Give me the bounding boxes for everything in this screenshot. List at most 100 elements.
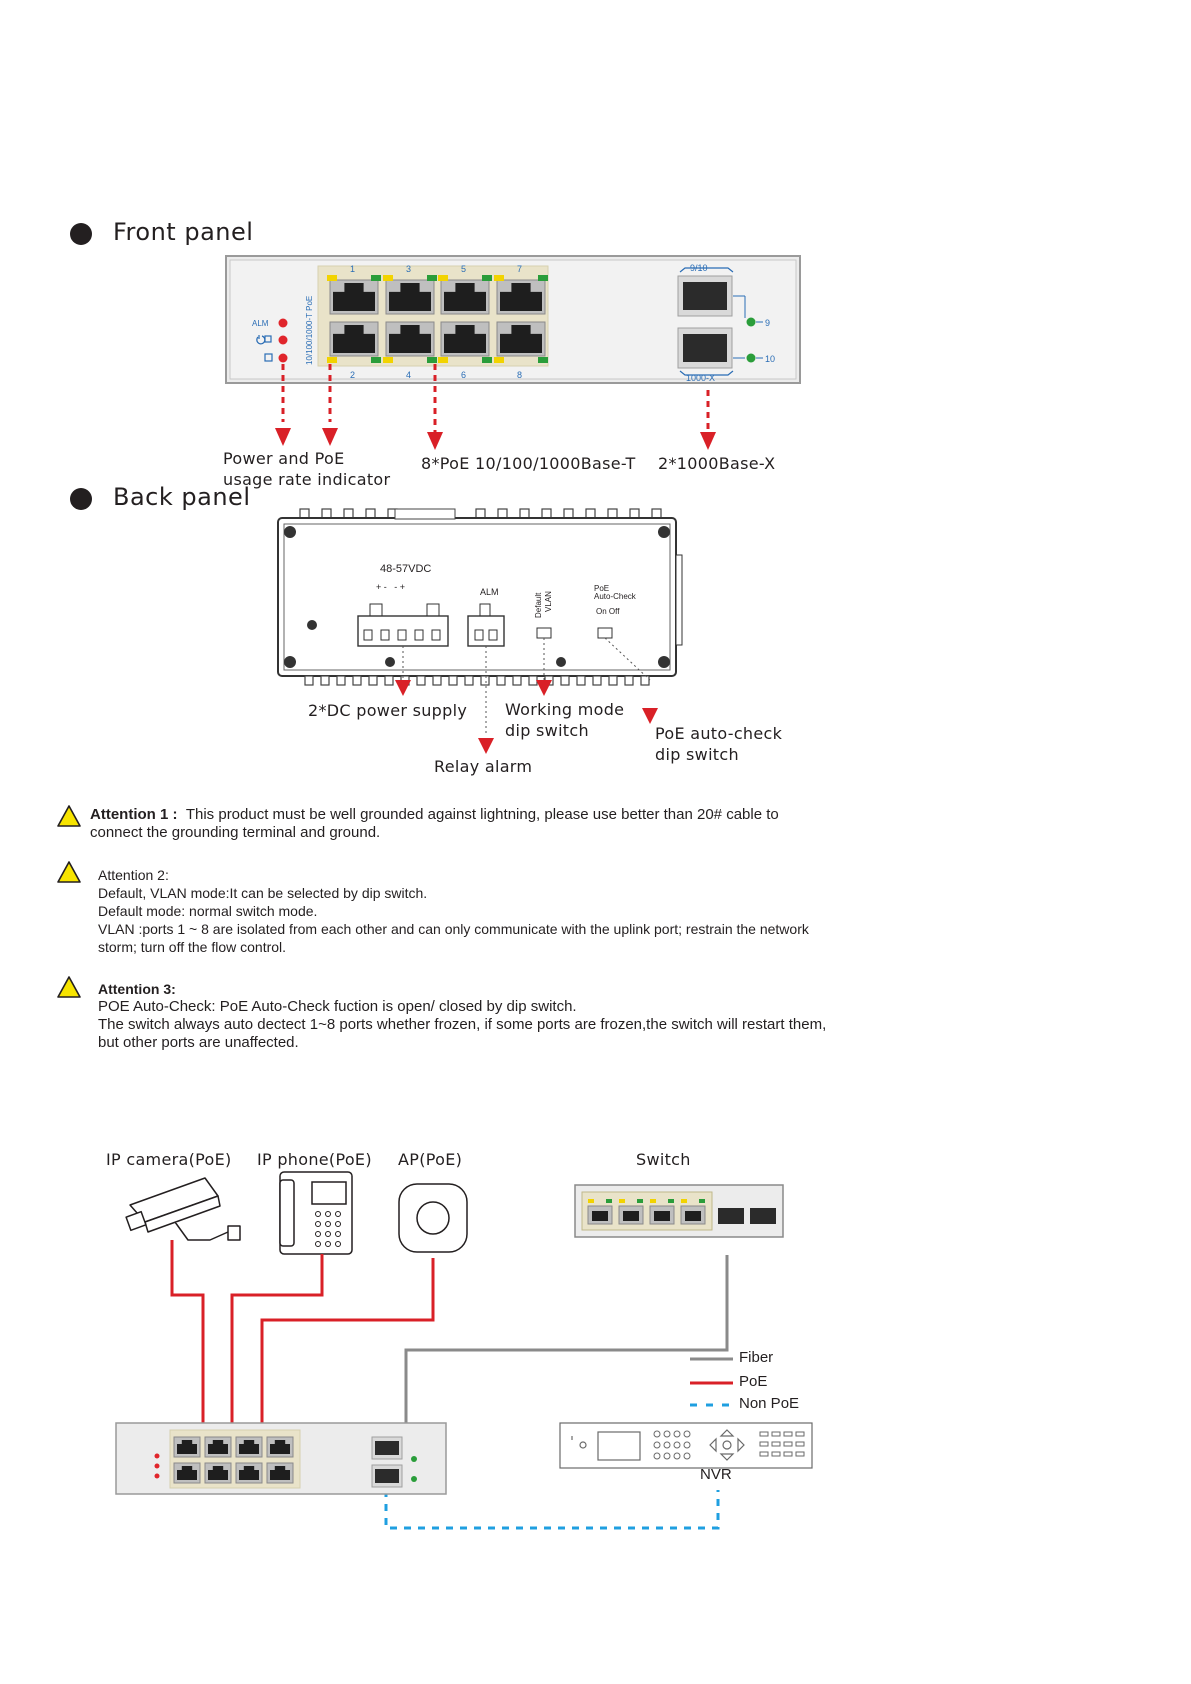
callout-poe-check-line2: dip switch — [655, 745, 739, 764]
heat-fin — [416, 675, 426, 686]
legend-fiber-label: Fiber — [739, 1349, 774, 1366]
attention-3-line3: but other ports are unaffected. — [98, 1034, 299, 1051]
sfp-led-9 — [746, 317, 756, 327]
port-led-yellow — [438, 357, 448, 363]
device-label-switch: Switch — [636, 1150, 691, 1169]
sfp-number-9: 9 — [765, 318, 770, 328]
port-led-yellow — [494, 275, 504, 281]
port-led-green — [427, 357, 437, 363]
terminal-pin — [414, 629, 424, 641]
poe-link-camera — [170, 1240, 205, 1432]
mode-dip-switch — [536, 627, 552, 639]
power-voltage-label: 48-57VDC — [380, 563, 431, 575]
heat-fin — [592, 675, 602, 686]
callout-indicator-line1: Power and PoE — [223, 449, 345, 468]
callout-dc: 2*DC power supply — [308, 701, 468, 720]
poe-switch-port — [173, 1436, 201, 1458]
port-led-yellow — [383, 357, 393, 363]
heat-fin — [560, 675, 570, 686]
warning-icon — [57, 861, 81, 883]
device-label-phone: IP phone(PoE) — [257, 1150, 372, 1169]
attention-3-title: Attention 3: — [98, 981, 176, 997]
arrow-poe-check — [642, 708, 658, 724]
arrow-poe-leds — [322, 428, 338, 446]
back-panel-bullet — [70, 488, 92, 510]
port-led-green — [482, 357, 492, 363]
arrow-dc — [395, 680, 411, 696]
heat-fin — [384, 675, 394, 686]
port-led-green — [538, 275, 548, 281]
port-number: 7 — [517, 264, 522, 274]
attention-2-title: Attention 2: — [98, 867, 169, 883]
port-led-green — [371, 275, 381, 281]
front-panel-title: Front panel — [113, 218, 254, 246]
topology-diagram — [115, 1171, 813, 1530]
port-type-label: 10/100/1000-T PoE — [305, 296, 314, 365]
rj45-port-7 — [496, 279, 546, 315]
device-label-camera: IP camera(PoE) — [106, 1150, 232, 1169]
warning-icon — [57, 976, 81, 998]
power-icon — [256, 335, 272, 345]
heat-fin — [304, 675, 314, 686]
callout-relay: Relay alarm — [434, 757, 533, 776]
uplink-switch-icon — [574, 1184, 784, 1238]
power-terminal — [357, 615, 449, 647]
port-led-green — [538, 357, 548, 363]
arrow-sfp — [700, 432, 716, 450]
callout-indicator-line2: usage rate indicator — [223, 470, 391, 489]
port-led-yellow — [327, 275, 337, 281]
port-led-yellow — [327, 357, 337, 363]
heat-fin — [640, 675, 650, 686]
port-led-green — [371, 357, 381, 363]
sfp-top-label: 9/10 — [690, 263, 708, 273]
callout-poe-check: PoE auto-check dip switch — [655, 723, 782, 765]
callout-poe-check-line1: PoE auto-check — [655, 724, 783, 743]
power-polarity: + - - + — [376, 582, 405, 592]
back-panel-diagram: 48-57VDC + - - + ALM Default VLAN PoE Au… — [277, 508, 683, 754]
alm-led — [278, 318, 288, 328]
attention-2-line4: storm; turn off the flow control. — [98, 939, 287, 955]
port-number: 4 — [406, 370, 411, 380]
poe-link-phone — [230, 1254, 324, 1432]
alm-led-label: ALM — [252, 319, 269, 328]
poe-check-label-1: PoE — [594, 584, 609, 593]
legend-non-poe-label: Non PoE — [739, 1395, 800, 1412]
attention-2-line3: VLAN :ports 1 ~ 8 are isolated from each… — [98, 921, 809, 937]
callout-working-mode-line1: Working mode — [505, 700, 625, 719]
heat-fin — [448, 675, 458, 686]
poe-switch-icon — [115, 1422, 447, 1495]
port-number: 3 — [406, 264, 411, 274]
poe-usage-led — [278, 353, 288, 363]
sfp-led-10 — [746, 353, 756, 363]
poe-switch-port — [266, 1436, 294, 1458]
heat-fin — [336, 675, 346, 686]
warning-icon — [57, 805, 81, 827]
port-led-yellow — [383, 275, 393, 281]
callout-working-mode: Working mode dip switch — [505, 699, 624, 741]
sfp-number-10: 10 — [765, 354, 775, 364]
poe-check-dip-switch — [597, 627, 613, 639]
port-led-green — [482, 275, 492, 281]
port-number: 8 — [517, 370, 522, 380]
terminal-pin — [431, 629, 441, 641]
attention-1-line1: This product must be well grounded again… — [185, 806, 779, 823]
attention-2: Attention 2: Default, VLAN mode:It can b… — [98, 866, 998, 956]
rj45-port-2 — [329, 321, 379, 357]
rj45-port-6 — [440, 321, 490, 357]
poe-switch-port — [173, 1462, 201, 1484]
dip-vlan-label: VLAN — [544, 591, 553, 612]
nvr-icon — [559, 1422, 813, 1469]
power-led — [278, 335, 288, 345]
heat-fin — [352, 675, 362, 686]
rj45-port-3 — [385, 279, 435, 315]
rj45-port-5 — [440, 279, 490, 315]
device-label-nvr: NVR — [700, 1466, 732, 1483]
fiber-link — [404, 1255, 729, 1432]
port-number: 2 — [350, 370, 355, 380]
arrow-working-mode — [536, 680, 552, 696]
heat-fin — [432, 675, 442, 686]
heat-fin — [480, 675, 490, 686]
attention-1-title: Attention 1 : — [90, 806, 178, 823]
arrow-ports — [427, 432, 443, 450]
attention-1: Attention 1 : This product must be well … — [90, 806, 990, 842]
